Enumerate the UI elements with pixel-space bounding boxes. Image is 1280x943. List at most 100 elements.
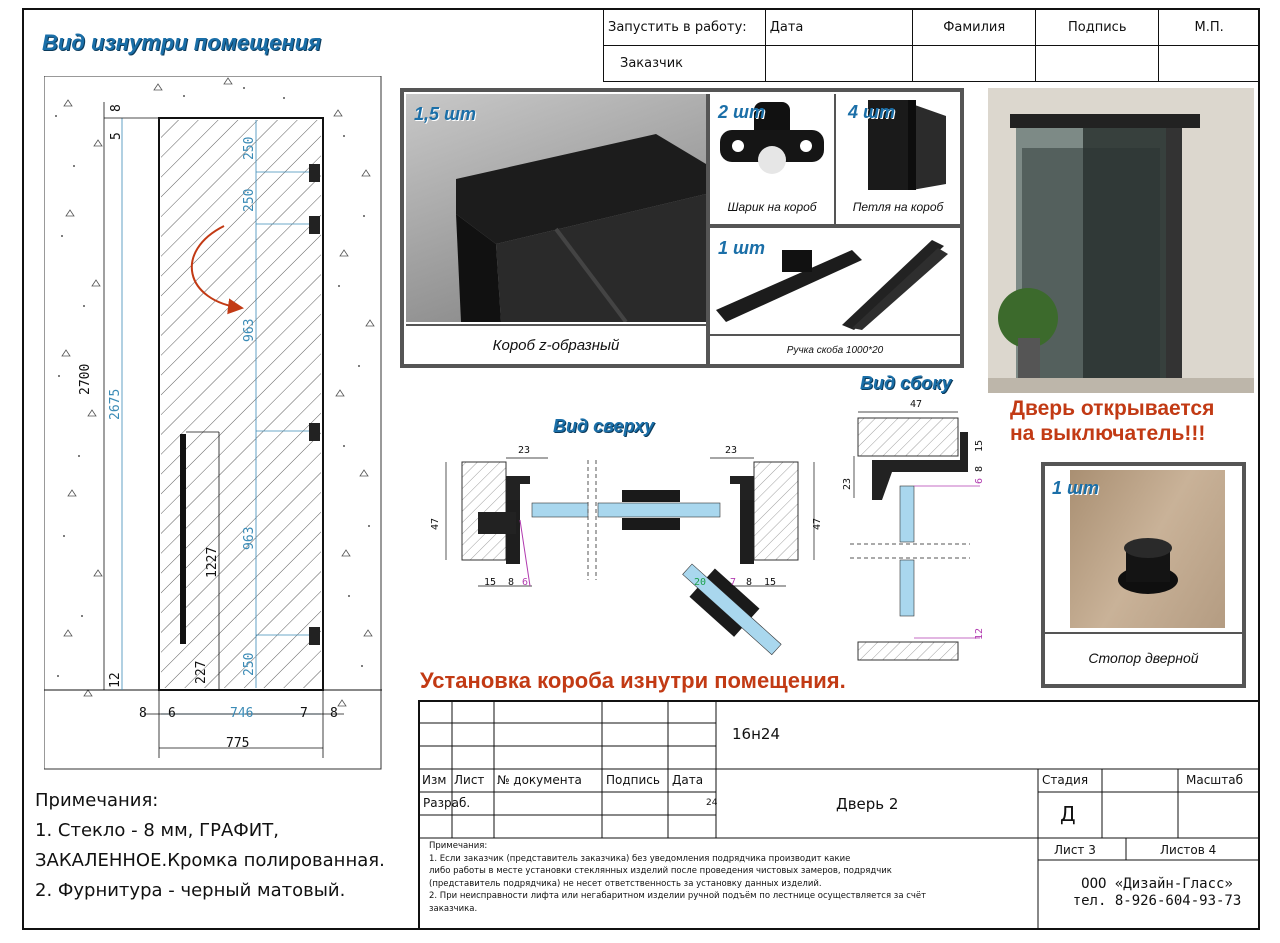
col-sign: Подпись	[606, 773, 660, 787]
dim-handle-length: 1227	[205, 546, 220, 578]
room-photo	[988, 88, 1254, 393]
box-profile-photo	[406, 94, 706, 324]
ball-icon	[720, 102, 824, 174]
hinge-qty: 4 шт	[848, 102, 896, 122]
door-note-line-1: Дверь открывается	[1010, 397, 1215, 420]
plan-d8-right: 8	[746, 577, 753, 588]
dim-opening-height: 2675	[108, 388, 123, 420]
col-izm: Изм	[422, 773, 447, 787]
door-installed-icon	[988, 88, 1254, 393]
stage-label: Стадия	[1042, 773, 1089, 787]
stamp-notes-3: (представитель подрядчика) не несет отве…	[429, 878, 822, 889]
box-profile-icon	[456, 134, 706, 324]
handle-caption-cell: Ручка скоба 1000*20	[710, 334, 960, 366]
customer-label: Заказчик	[603, 45, 766, 82]
dim-overall-width: 775	[226, 736, 250, 751]
stamp-notes-5: заказчика.	[429, 903, 478, 914]
plan-d23-right: 23	[725, 445, 738, 456]
dim-hinge-bottom: 250	[242, 652, 257, 676]
company-phone: тел. 8-926-604-93-73	[1072, 893, 1242, 909]
stamp-notes-1: 1. Если заказчик (представитель заказчик…	[429, 853, 851, 864]
stamp-notes-heading: Примечания:	[429, 841, 488, 851]
dim-hinge-top-1: 250	[242, 136, 257, 160]
stamp-notes-2: либо работы в месте установки стеклянных…	[429, 866, 892, 876]
stopper-caption: Стопор дверной	[1088, 650, 1199, 666]
handle-icon	[716, 240, 948, 330]
ball-photo	[712, 94, 832, 194]
install-note: Установка короба изнутри помещения.	[420, 668, 846, 693]
plan-d8-left: 8	[508, 577, 515, 588]
dim-gap-left: 8	[139, 706, 147, 721]
col-date: Дата	[672, 773, 704, 787]
side-d15: 15	[974, 439, 985, 452]
title-block-grid	[418, 700, 1260, 930]
elevation-title: Вид изнутри помещения	[42, 30, 322, 55]
launch-label: Запустить в работу:	[603, 9, 766, 46]
side-view-drawing	[850, 411, 980, 661]
stopper-icon	[1118, 538, 1178, 594]
doc-code: 16н24	[732, 725, 780, 743]
dim-gap-left-2: 6	[168, 706, 176, 721]
side-view-title: Вид сбоку	[860, 373, 952, 393]
col-doc: № документа	[497, 773, 582, 787]
side-d8: 8	[974, 465, 985, 472]
dim-glass-width: 746	[230, 706, 254, 721]
dim-gap-right-2: 8	[330, 706, 338, 721]
notes-line-3: 2. Фурнитура - черный матовый.	[35, 880, 346, 901]
box-caption-cell: Короб z-образный	[406, 324, 706, 366]
dim-handle-offset: 227	[194, 660, 209, 684]
side-d23: 23	[842, 477, 853, 490]
dim-gap-right: 7	[300, 706, 308, 721]
hinge-photo	[838, 94, 958, 194]
sheets-total: Листов 4	[1160, 843, 1217, 857]
dim-top-gap: 8	[109, 104, 124, 112]
plan-d15-left: 15	[484, 577, 497, 588]
door-opening-note: Дверь открывается на выключатель!!!	[1010, 396, 1214, 446]
box-qty: 1,5 шт	[414, 104, 477, 124]
top-view-drawing	[445, 457, 815, 656]
col-signature: Подпись	[1035, 9, 1160, 46]
dim-top-small: 5	[109, 132, 124, 140]
box-caption: Короб z-образный	[492, 337, 620, 354]
door-note-line-2: на выключатель!!!	[1010, 422, 1206, 445]
top-view-title: Вид сверху	[553, 416, 655, 436]
scale-label: Масштаб	[1186, 773, 1244, 787]
ball-qty: 2 шт	[718, 102, 766, 122]
dim-bottom-gap: 12	[108, 672, 123, 688]
side-d47: 47	[910, 399, 923, 410]
panel-divider	[710, 224, 960, 228]
company-name: ООО «Дизайн-Гласс»	[1081, 876, 1233, 892]
hinge-icon	[868, 100, 946, 190]
dim-total-height: 2700	[78, 363, 93, 395]
side-d12: 12	[974, 627, 985, 640]
plan-d47-left: 47	[430, 517, 441, 530]
doc-title: Дверь 2	[836, 795, 899, 813]
stage-value: Д	[1060, 802, 1076, 826]
ball-caption: Шарик на короб	[727, 200, 817, 214]
col-stamp: М.П.	[1158, 9, 1260, 46]
panel-divider	[834, 94, 836, 224]
panel-divider	[706, 94, 710, 364]
stopper-photo	[1070, 470, 1225, 628]
panel-divider	[1045, 632, 1242, 634]
notes-heading: Примечания:	[35, 790, 159, 811]
handle-caption: Ручка скоба 1000*20	[786, 345, 884, 356]
plan-d15-right: 15	[764, 577, 777, 588]
notes-line-2: ЗАКАЛЕННОЕ.Кромка полированная.	[35, 850, 385, 871]
hinge-caption: Петля на короб	[852, 200, 944, 214]
sheet-number: Лист 3	[1054, 843, 1096, 857]
concrete-texture	[55, 77, 375, 707]
notes: Примечания: 1. Стекло - 8 мм, ГРАФИТ, ЗА…	[35, 786, 385, 906]
col-list: Лист	[454, 773, 485, 787]
stopper-qty: 1 шт	[1052, 478, 1100, 498]
col-surname: Фамилия	[912, 9, 1037, 46]
company-info: ООО «Дизайн-Гласс» тел. 8-926-604-93-73	[1062, 876, 1252, 910]
stamp-notes: Примечания: 1. Если заказчик (представит…	[429, 840, 1029, 915]
razrab-label: Разраб.	[423, 796, 471, 810]
elevation-drawing	[44, 76, 382, 770]
handle-photo	[712, 230, 960, 330]
plan-d23-left: 23	[518, 445, 531, 456]
date-value: 24	[706, 798, 718, 808]
handle-qty: 1 шт	[718, 238, 766, 258]
col-date: Дата	[764, 9, 914, 46]
